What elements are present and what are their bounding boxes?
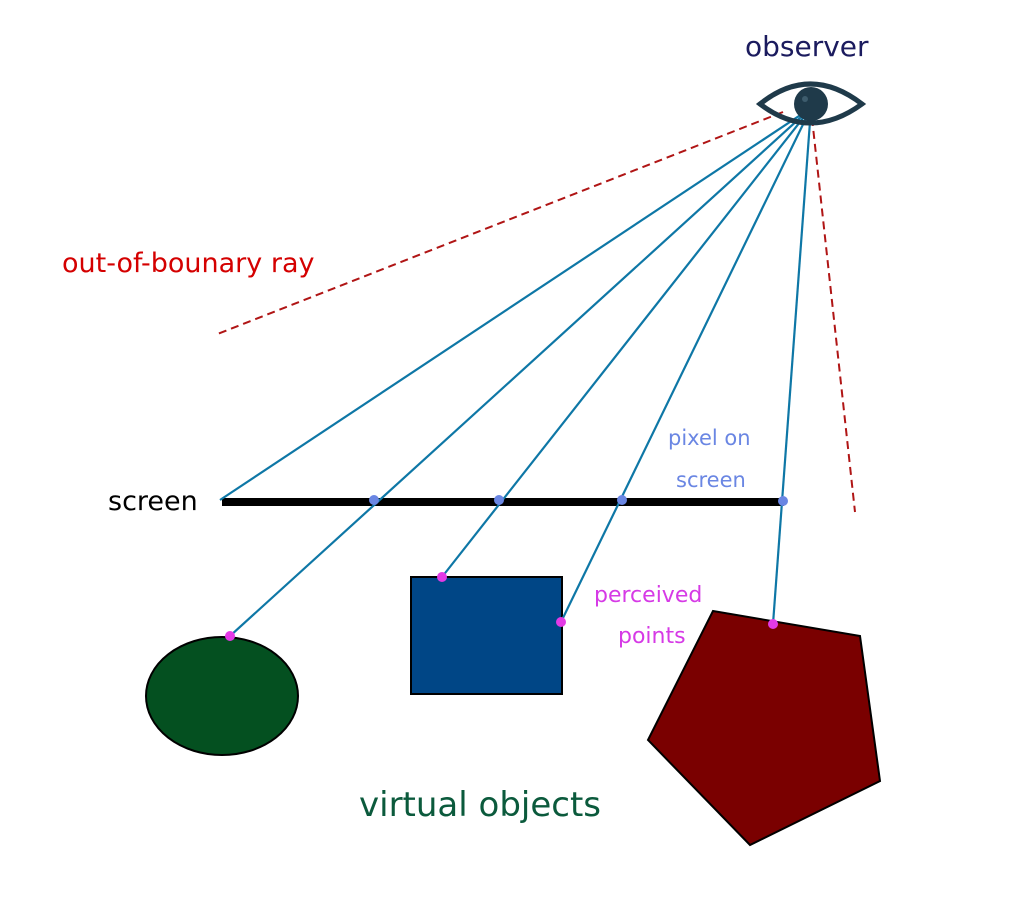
pixel-on-screen-label-line1: pixel on bbox=[668, 426, 751, 450]
rays bbox=[219, 107, 813, 637]
virtual-object-rectangle bbox=[410, 576, 563, 695]
out-of-boundary-ray-label: out-of-bounary ray bbox=[62, 248, 314, 279]
pixel-point bbox=[369, 495, 379, 505]
ray-3 bbox=[441, 107, 812, 578]
virtual-object-pentagon bbox=[646, 609, 882, 847]
perceived-points-label-line2: points bbox=[618, 624, 686, 649]
observer-label: observer bbox=[745, 30, 869, 63]
eye-icon bbox=[755, 81, 867, 126]
ray-5 bbox=[771, 107, 813, 625]
pixel-points bbox=[369, 495, 788, 506]
virtual-objects-label: virtual objects bbox=[359, 785, 601, 825]
pixel-point bbox=[778, 496, 788, 506]
perceived-point bbox=[225, 631, 235, 641]
perceived-point bbox=[556, 617, 566, 627]
screen-label: screen bbox=[108, 486, 198, 517]
ray-1 bbox=[219, 107, 812, 501]
pixel-point bbox=[494, 495, 504, 505]
virtual-object-ellipse bbox=[145, 636, 299, 756]
perceived-points bbox=[225, 572, 778, 641]
pixel-point bbox=[617, 495, 627, 505]
out-of-boundary-ray-left bbox=[214, 111, 784, 336]
perceived-point bbox=[768, 619, 778, 629]
ray-2 bbox=[229, 107, 812, 637]
perceived-point bbox=[437, 572, 447, 582]
perceived-points-label-line1: perceived bbox=[594, 583, 702, 608]
out-of-boundary-ray-right bbox=[811, 117, 856, 513]
ray-4 bbox=[560, 107, 812, 623]
pixel-on-screen-label-line2: screen bbox=[676, 468, 746, 492]
